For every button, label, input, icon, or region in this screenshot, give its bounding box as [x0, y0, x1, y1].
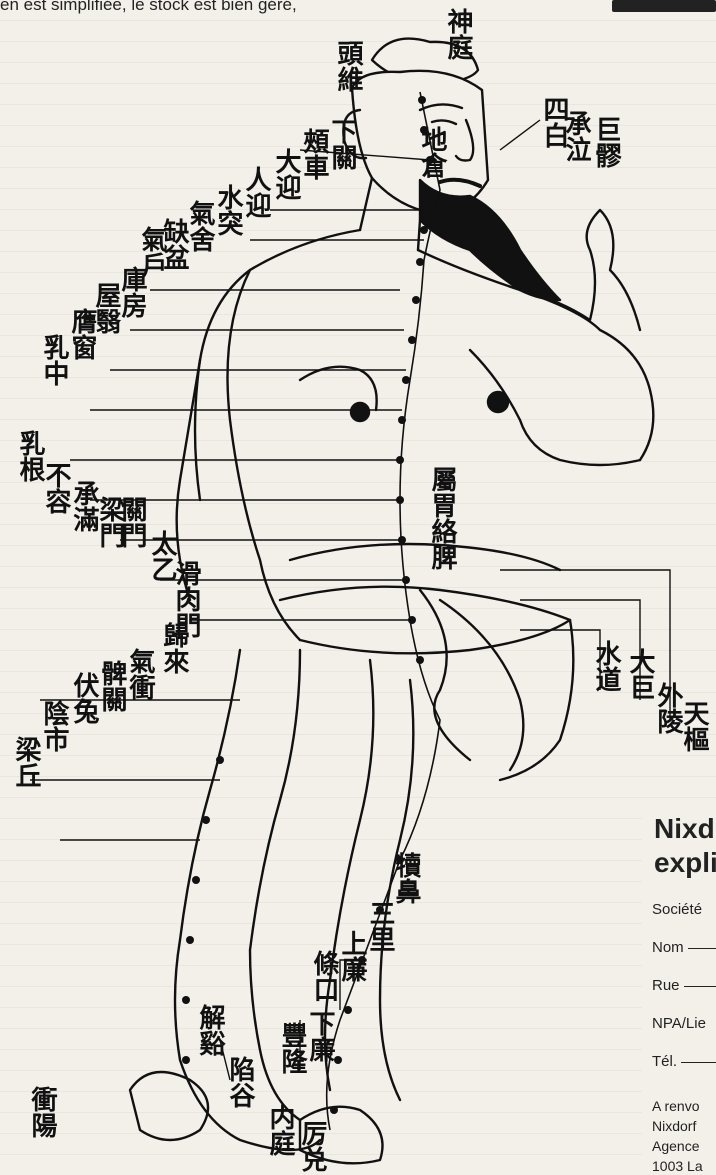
- label-di-cang: 地倉: [418, 126, 446, 178]
- label-cheng-qi: 承泣: [562, 110, 590, 162]
- label-san-li: 三里: [366, 900, 394, 952]
- label-xia-guan: 下關: [328, 118, 356, 170]
- form-street-field[interactable]: [684, 986, 716, 987]
- label-ru-gen: 乳根: [16, 430, 44, 482]
- form-name-field[interactable]: [688, 948, 716, 949]
- form-company-label: Société: [652, 901, 702, 918]
- label-tou-wei: 頭維: [334, 40, 362, 92]
- label-da-ju: 大巨: [626, 648, 654, 700]
- form-footer-line: A renvo: [652, 1096, 716, 1116]
- form-name-row[interactable]: Nom: [652, 936, 716, 960]
- label-ying-chuang: 膺窗: [68, 308, 96, 360]
- label-qi-chong: 氣衝: [126, 648, 154, 700]
- label-shui-tu: 水突: [214, 184, 242, 236]
- label-yin-shi: 陰市: [40, 700, 68, 752]
- label-da-ying: 大迎: [272, 148, 300, 200]
- label-liang-qiu: 梁丘: [12, 736, 40, 788]
- form-npa-row[interactable]: NPA/Lie: [652, 1012, 716, 1036]
- label-nei-ting: 内庭: [266, 1104, 294, 1156]
- label-chong-yang: 衝陽: [28, 1086, 56, 1138]
- label-guan-men: 關門: [118, 496, 146, 548]
- label-shen-ting: 神庭: [444, 8, 472, 60]
- form-title-line1: Nixd: [654, 813, 715, 844]
- form-footer-line: 1003 La: [652, 1156, 716, 1175]
- form-street-row[interactable]: Rue: [652, 974, 716, 998]
- form-title: Nixd expli: [654, 812, 716, 880]
- label-du-bi: 犢鼻: [392, 852, 420, 904]
- label-tiao-kou: 條口: [310, 950, 338, 1002]
- form-name-label: Nom: [652, 939, 684, 956]
- form-street-label: Rue: [652, 977, 680, 994]
- label-xian-gu: 陷谷: [226, 1056, 254, 1108]
- form-npa-label: NPA/Lie: [652, 1015, 706, 1032]
- label-shui-dao: 水道: [592, 640, 620, 692]
- label-cheng-man: 承滿: [70, 480, 98, 532]
- label-fu-tu: 伏兔: [70, 672, 98, 724]
- label-ru-zhong: 乳中: [40, 334, 68, 386]
- label-ju-liao: 巨髎: [592, 116, 620, 168]
- label-ren-ying: 人迎: [242, 166, 270, 218]
- label-qi-she: 氣舍: [186, 200, 214, 252]
- label-tian-shu: 天樞: [680, 700, 708, 752]
- form-footer-line: Agence: [652, 1136, 716, 1156]
- label-feng-long: 豐隆: [278, 1022, 306, 1074]
- label-shu-tong-wei: 屬胃絡脾: [428, 466, 456, 570]
- label-wai-ling: 外陵: [654, 682, 682, 734]
- form-tel-field[interactable]: [681, 1062, 716, 1063]
- form-tel-row[interactable]: Tél.: [652, 1050, 716, 1074]
- label-shang-lian: 上廉: [338, 930, 366, 982]
- form-footer-line: Nixdorf: [652, 1116, 716, 1136]
- label-gui-lai: 歸來: [160, 622, 188, 674]
- label-ku-fang: 庫房: [118, 266, 146, 318]
- order-form-card: Nixd expli Société Nom Rue NPA/Lie Tél. …: [642, 812, 716, 1175]
- label-bu-rong: 不容: [42, 462, 70, 514]
- form-company-row[interactable]: Société: [652, 898, 716, 922]
- label-jia-che: 頰車: [300, 128, 328, 180]
- label-bi-guan: 髀關: [98, 660, 126, 712]
- form-title-line2: expli: [654, 846, 716, 880]
- label-xia-lian: 下廉: [306, 1010, 334, 1062]
- form-footer: A renvo Nixdorf Agence 1003 La: [652, 1096, 716, 1175]
- label-li-dui: 厉兑: [298, 1120, 326, 1172]
- label-jie-xi: 解谿: [196, 1004, 224, 1056]
- form-tel-label: Tél.: [652, 1053, 677, 1070]
